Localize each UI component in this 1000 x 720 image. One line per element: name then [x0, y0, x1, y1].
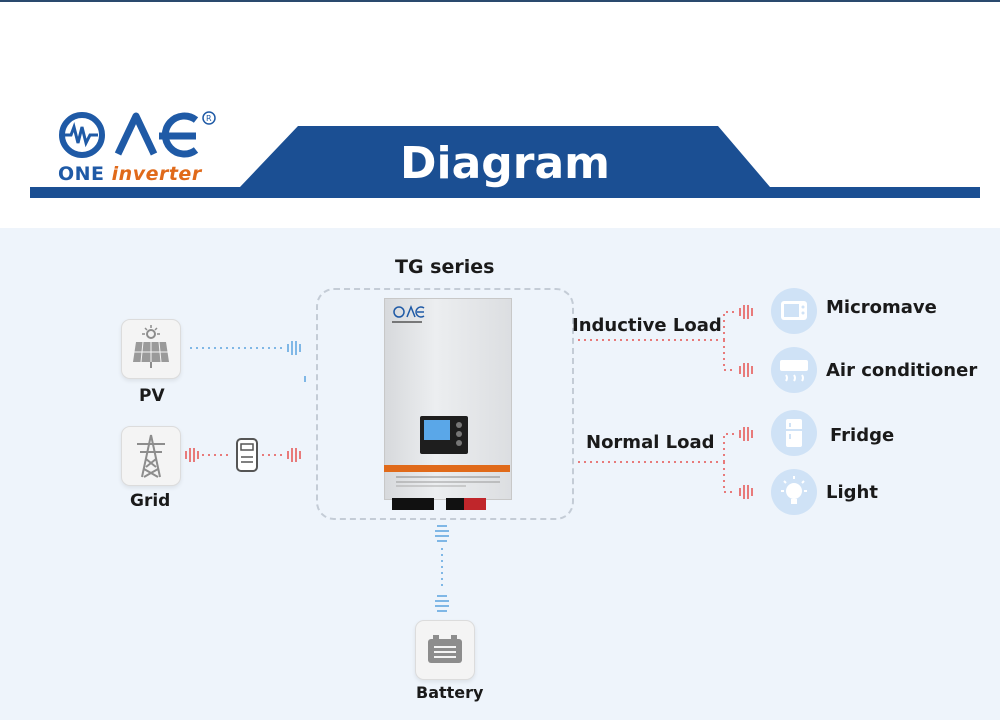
- battery-signal-top: [435, 525, 449, 542]
- inverter-terminal-mid: [446, 498, 464, 510]
- air-conditioner-icon: [780, 360, 808, 382]
- grid-label: Grid: [130, 491, 171, 511]
- pv-tile: [121, 319, 181, 379]
- inverter-buttons-icon: [456, 422, 462, 446]
- battery-tile: [415, 620, 475, 680]
- page-title: Diagram: [399, 138, 611, 189]
- pv-signal-bars: [287, 341, 301, 355]
- load-item-microwave: Micromave: [826, 297, 937, 318]
- microwave-icon: [781, 301, 807, 320]
- inverter-lcd: [424, 420, 450, 440]
- svg-text:R: R: [206, 114, 212, 123]
- inductive-load-label: Inductive Load: [572, 315, 722, 336]
- inverter-frame: [316, 288, 574, 520]
- gae-logo-mark: R: [59, 111, 216, 158]
- light-bulb-icon: [781, 476, 807, 504]
- grid-tile: [121, 426, 181, 486]
- normal-load-label: Normal Load: [586, 432, 715, 453]
- electric-meter-icon: [236, 438, 258, 472]
- inverter-terminal-left: [392, 498, 434, 510]
- inverter-fine-print: [396, 476, 500, 487]
- pv-label: PV: [139, 386, 165, 406]
- series-label: TG series: [395, 256, 495, 278]
- grid-signal-bars-left: [185, 448, 199, 462]
- normal-signal-bars: [739, 427, 753, 499]
- inverter-orange-strip: [384, 465, 510, 472]
- inductive-signal-bars: [739, 305, 753, 377]
- title-banner: [30, 126, 980, 198]
- fridge-circle: [771, 410, 817, 456]
- fridge-icon: [786, 419, 802, 447]
- microwave-circle: [771, 288, 817, 334]
- load-item-light: Light: [826, 482, 878, 503]
- air-conditioner-circle: [771, 347, 817, 393]
- solar-panel-icon: [133, 325, 169, 368]
- battery-signal-bottom: [435, 595, 449, 612]
- top-rule: [0, 0, 1000, 2]
- grid-signal-bars-right: [287, 448, 301, 462]
- load-item-fridge: Fridge: [830, 425, 895, 446]
- inverter-logo-icon: [392, 304, 425, 323]
- inverter-terminal-red: [464, 498, 486, 510]
- brand-tagline: ONE inverter: [58, 163, 202, 185]
- transmission-tower-icon: [137, 434, 165, 478]
- battery-icon: [428, 635, 462, 663]
- load-item-air-conditioner: Air conditioner: [826, 360, 978, 381]
- light-circle: [771, 469, 817, 515]
- brand-logo: R ONE inverter: [56, 110, 226, 190]
- battery-label: Battery: [416, 683, 484, 702]
